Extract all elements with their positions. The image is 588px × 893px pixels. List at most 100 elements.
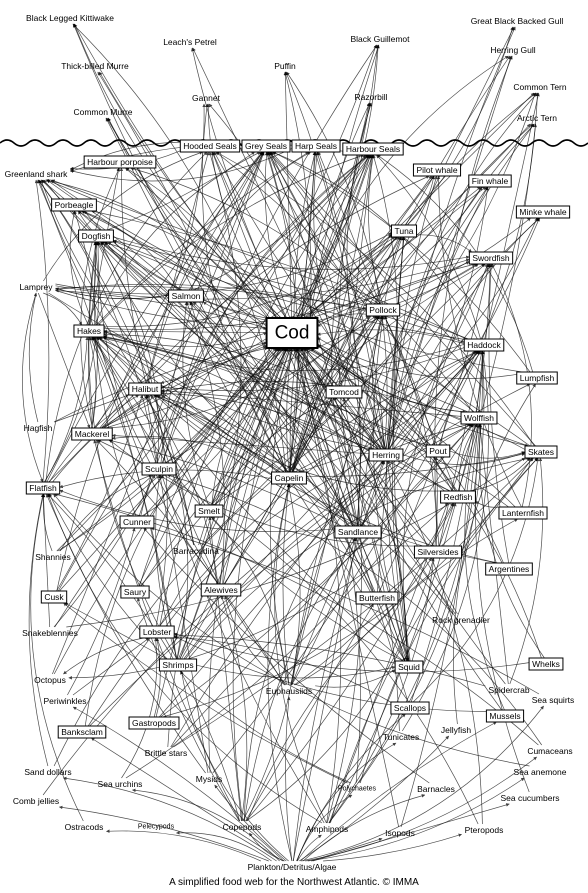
- feeding-link-sea-anemone-to-flatfish: [53, 493, 530, 767]
- species-box: [25, 481, 61, 495]
- species-label: Spidercrab: [488, 685, 529, 695]
- feeding-link-shrimps-to-octopus: [68, 666, 160, 680]
- species-node-pollock: Pollock: [365, 303, 401, 317]
- species-box: [516, 371, 558, 385]
- feeding-link-herring-to-grey-seals: [268, 151, 385, 450]
- feeding-link-butterfish-to-hakes: [95, 336, 371, 593]
- feeding-link-gastropods-to-skates: [162, 457, 533, 718]
- species-box: [271, 471, 307, 485]
- feeding-link-cod-to-puffin: [283, 71, 292, 319]
- species-label: Snakeblennies: [22, 628, 78, 638]
- species-node-halibut: Halibut: [128, 382, 162, 396]
- species-node-pelecypods: Pelecypods: [138, 824, 175, 831]
- species-node-jellyfish: Jellyfish: [441, 725, 472, 735]
- species-node-common-murre: Common Murre: [73, 107, 132, 117]
- feeding-link-silversides-to-arctic-tern: [439, 123, 538, 547]
- feeding-link-skates-to-greenland-shark: [46, 179, 531, 447]
- species-node-brittle-stars: Brittle stars: [145, 748, 188, 758]
- feeding-link-lumpfish-to-harbour-seals: [377, 154, 534, 373]
- feeding-link-cod-to-black-guillemot: [296, 44, 380, 319]
- feeding-link-smelt-to-common-tern: [213, 92, 536, 506]
- species-label: Black Legged Kittiwake: [26, 13, 114, 23]
- feeding-link-pollock-to-cod: [317, 313, 367, 327]
- feeding-link-lanternfish-to-hakes: [102, 335, 509, 508]
- species-box: [463, 338, 505, 352]
- feeding-link-sea-squirts-to-cunner: [150, 527, 540, 695]
- species-label: Common Murre: [73, 107, 132, 117]
- feeding-link-sculpin-to-black-guillemot: [161, 44, 378, 464]
- feeding-link-cod-to-common-murre: [107, 117, 280, 319]
- feeding-link-herring-to-halibut: [160, 391, 370, 451]
- species-node-periwinkles: Periwinkles: [44, 696, 87, 706]
- feeding-link-cumaceans-to-flatfish: [54, 493, 539, 746]
- feeding-link-snakeblennies-to-flatfish: [41, 493, 51, 628]
- species-node-plankton-detritus-algae: Plankton/Detritus/Algae: [248, 862, 337, 872]
- species-label: Lanternfish: [502, 508, 544, 518]
- species-label: Herring Gull: [490, 45, 535, 55]
- feeding-link-rock-grenadier-to-halibut: [152, 394, 454, 615]
- feeding-link-shrimps-to-wolffish: [185, 423, 473, 660]
- feeding-link-alewives-to-harbour-porpoise: [119, 167, 220, 585]
- feeding-link-flatfish-to-dogfish: [44, 241, 99, 483]
- feeding-link-comb-jellies-to-lumpfish: [42, 383, 531, 796]
- feeding-link-harp-seals-to-greenland-shark: [70, 148, 293, 182]
- feeding-link-isopods-to-cod: [294, 347, 400, 828]
- species-label: Pteropods: [465, 825, 504, 835]
- species-node-ostracods: Ostracods: [65, 822, 104, 832]
- species-box: [51, 198, 97, 212]
- feeding-link-haddock-to-porbeagle: [91, 209, 467, 340]
- feeding-link-plankton-detritus-algae-to-pteropods: [323, 833, 462, 862]
- feeding-link-scallops-to-skates: [412, 457, 540, 703]
- feeding-link-squid-to-hakes: [94, 336, 404, 662]
- feeding-link-redfish-to-cod: [306, 347, 453, 492]
- feeding-link-pout-to-cod: [310, 347, 431, 446]
- feeding-link-copepods-to-butterfish: [245, 603, 374, 822]
- feeding-link-hakes-to-harbour-porpoise: [89, 167, 121, 326]
- feeding-link-pout-to-hakes: [103, 335, 427, 448]
- feeding-link-plankton-detritus-algae-to-sea-anemone: [307, 777, 525, 862]
- feeding-link-hakes-to-harbour-seals: [98, 154, 364, 326]
- species-label: Dogfish: [82, 231, 111, 241]
- species-label: Euphausiids: [266, 686, 312, 696]
- species-node-tuna: Tuna: [390, 224, 418, 238]
- feeding-link-lanternfish-to-cod: [311, 347, 516, 508]
- feeding-link-sculpin-to-cod: [164, 347, 278, 464]
- species-label: Sea cucumbers: [500, 793, 559, 803]
- feeding-link-tuna-to-swordfish: [416, 234, 472, 253]
- feeding-link-hagfish-to-halibut: [54, 394, 130, 423]
- feeding-link-shrimps-to-dogfish: [88, 241, 178, 660]
- species-box: [291, 139, 341, 153]
- feeding-link-ostracods-to-flatfish: [30, 493, 84, 822]
- species-node-cunner: Cunner: [119, 515, 155, 529]
- feeding-link-wolffish-to-greenland-shark: [46, 179, 469, 413]
- feeding-link-lamprey-to-tuna: [55, 232, 392, 295]
- feeding-link-euphausiids-to-capelin: [282, 483, 291, 686]
- feeding-link-mussels-to-cod: [299, 347, 502, 711]
- species-label: Gannet: [192, 93, 221, 103]
- feeding-link-euphausiids-to-squid: [315, 669, 396, 688]
- feeding-link-cod-to-common-tern: [306, 92, 535, 319]
- feeding-link-scallops-to-lobster: [173, 635, 392, 703]
- feeding-link-haddock-to-halibut: [160, 347, 465, 392]
- feeding-link-cod-to-arctic-tern: [308, 123, 531, 319]
- feeding-link-plankton-detritus-algae-to-comb-jellies: [58, 805, 269, 862]
- feeding-link-pollock-to-harbour-seals: [368, 154, 383, 305]
- feeding-link-hakes-to-dogfish: [89, 241, 98, 326]
- species-label: Harp Seals: [295, 141, 337, 151]
- feeding-link-sandlance-to-haddock: [361, 350, 481, 527]
- species-label: Octopus: [34, 675, 66, 685]
- species-node-sand-dollars: Sand dollars: [24, 767, 71, 777]
- feeding-link-copepods-to-herring: [243, 460, 384, 822]
- feeding-link-herring-to-great-black-backed-gull: [387, 26, 516, 450]
- species-label: Skates: [528, 447, 554, 457]
- figure-caption: A simplified food web for the Northwest …: [169, 877, 419, 888]
- feeding-link-pollock-to-swordfish: [395, 263, 479, 305]
- feeding-link-haddock-to-dogfish: [113, 240, 465, 340]
- species-node-polychaetes: Polychaetes: [338, 786, 377, 793]
- feeding-link-amphipods-to-tomcod: [326, 397, 363, 824]
- species-box: [78, 229, 114, 243]
- species-box: [40, 590, 68, 604]
- feeding-link-capelin-to-thick-billed-murre: [97, 71, 287, 473]
- species-label: Barnacles: [417, 784, 455, 794]
- feeding-link-cod-to-grey-seals: [264, 151, 291, 319]
